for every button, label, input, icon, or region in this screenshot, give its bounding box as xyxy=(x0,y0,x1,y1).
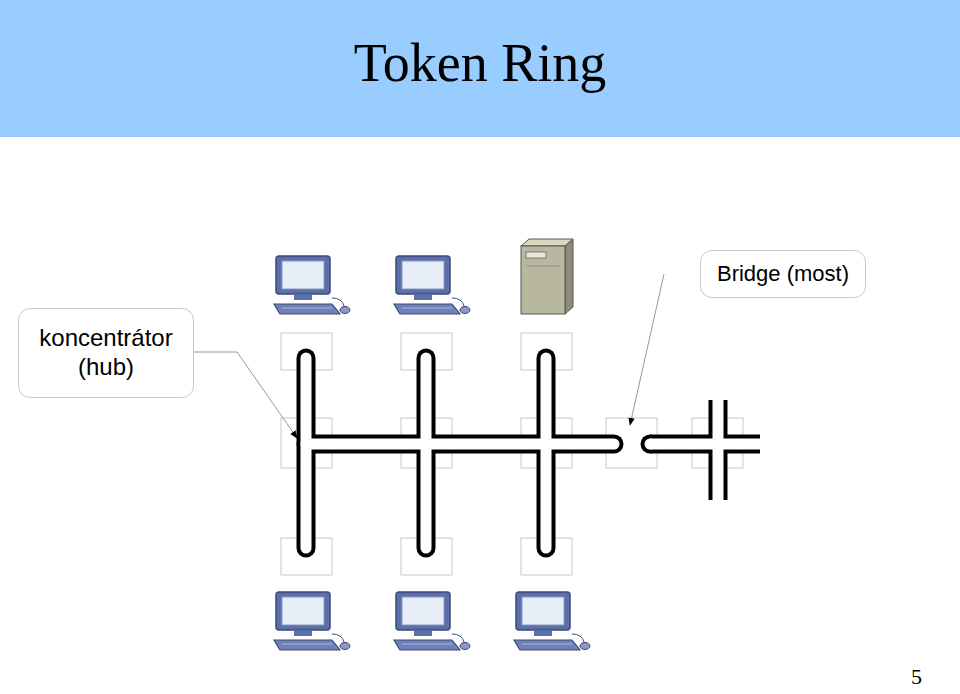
page-number: 5 xyxy=(911,664,922,690)
grid-squares xyxy=(281,333,743,575)
callout-text: koncentrátor (hub) xyxy=(19,324,193,382)
hub-callout: koncentrátor (hub) xyxy=(18,308,194,398)
server-icon xyxy=(521,239,573,314)
callout-text: Bridge (most) xyxy=(717,261,849,287)
ring-cable xyxy=(306,358,761,548)
leader-lines xyxy=(175,274,664,438)
bridge-callout: Bridge (most) xyxy=(700,250,866,298)
slide-title: Token Ring xyxy=(0,34,960,93)
